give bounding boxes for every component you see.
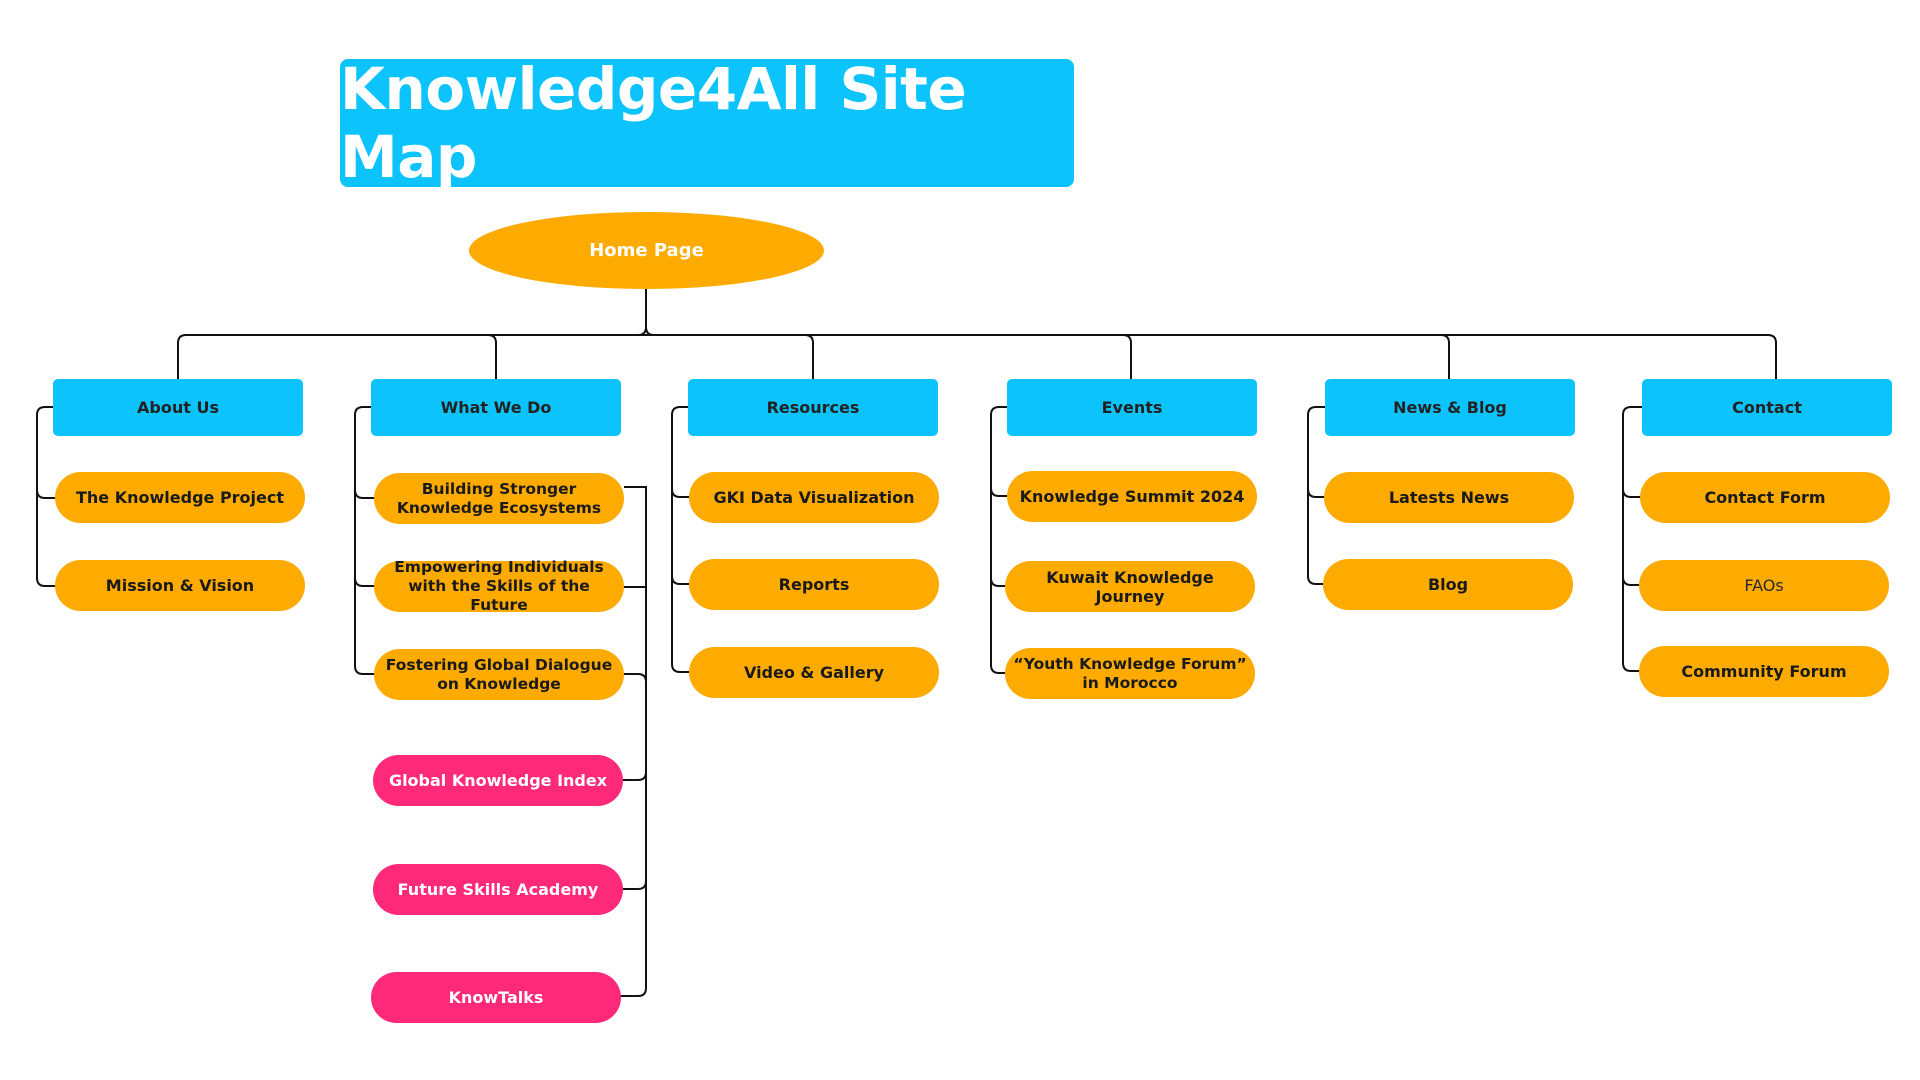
- page-knowledge-summit-2024[interactable]: Knowledge Summit 2024: [1007, 471, 1257, 522]
- drop-line-about-us: [177, 334, 187, 379]
- site-map-title-banner: Knowledge4All Site Map: [340, 55, 1074, 191]
- bracket-contact: [1622, 406, 1646, 672]
- root-trunk-line: [637, 289, 647, 336]
- featured-stub-fostering: [624, 673, 647, 683]
- site-map-title: Knowledge4All Site Map: [340, 55, 967, 191]
- page-youth-knowledge-forum-morocco[interactable]: “Youth Knowledge Forum” in Morocco: [1005, 648, 1255, 699]
- branch-what-we-do-1: [354, 577, 375, 587]
- home-page-label: Home Page: [589, 240, 704, 261]
- branch-what-we-do-0: [354, 489, 375, 499]
- category-news-blog[interactable]: News & Blog: [1325, 379, 1575, 436]
- featured-stub-0: [622, 771, 647, 781]
- drop-line-news-blog: [1440, 334, 1450, 379]
- drop-line-resources: [804, 334, 814, 379]
- drop-line-events: [1122, 334, 1132, 379]
- category-contact[interactable]: Contact: [1642, 379, 1892, 436]
- home-page-node[interactable]: Home Page: [469, 212, 824, 289]
- page-faqs[interactable]: FAOs: [1639, 560, 1889, 611]
- page-kuwait-knowledge-journey[interactable]: Kuwait Knowledge Journey: [1005, 561, 1255, 612]
- page-building-stronger-knowledge-ecosystems[interactable]: Building Stronger Knowledge Ecosystems: [374, 473, 624, 524]
- page-empowering-individuals[interactable]: Empowering Individuals with the Skills o…: [374, 558, 624, 614]
- bracket-events: [990, 406, 1011, 674]
- page-mission-vision[interactable]: Mission & Vision: [55, 560, 305, 611]
- page-blog[interactable]: Blog: [1323, 559, 1573, 610]
- category-resources[interactable]: Resources: [688, 379, 938, 436]
- page-fostering-global-dialogue[interactable]: Fostering Global Dialogue on Knowledge: [374, 649, 624, 700]
- category-about-us[interactable]: About Us: [53, 379, 303, 436]
- featured-stub-1: [622, 880, 647, 890]
- page-the-knowledge-project[interactable]: The Knowledge Project: [55, 472, 305, 523]
- bracket-resources: [671, 406, 692, 673]
- page-contact-form[interactable]: Contact Form: [1640, 472, 1890, 523]
- featured-global-knowledge-index[interactable]: Global Knowledge Index: [373, 755, 623, 806]
- bracket-what-we-do: [354, 406, 375, 675]
- branch-about-us-0: [36, 489, 57, 499]
- page-latests-news[interactable]: Latests News: [1324, 472, 1574, 523]
- page-gki-data-visualization[interactable]: GKI Data Visualization: [689, 472, 939, 523]
- page-reports[interactable]: Reports: [689, 559, 939, 610]
- page-video-gallery[interactable]: Video & Gallery: [689, 647, 939, 698]
- page-community-forum[interactable]: Community Forum: [1639, 646, 1889, 697]
- drop-line-contact: [1767, 334, 1777, 379]
- root-trunk-curve: [645, 326, 655, 336]
- category-events[interactable]: Events: [1007, 379, 1257, 436]
- featured-future-skills-academy[interactable]: Future Skills Academy: [373, 864, 623, 915]
- featured-bus-line: [620, 486, 647, 997]
- category-what-we-do[interactable]: What We Do: [371, 379, 621, 436]
- drop-line-what-we-do: [487, 334, 497, 379]
- featured-knowtalks[interactable]: KnowTalks: [371, 972, 621, 1023]
